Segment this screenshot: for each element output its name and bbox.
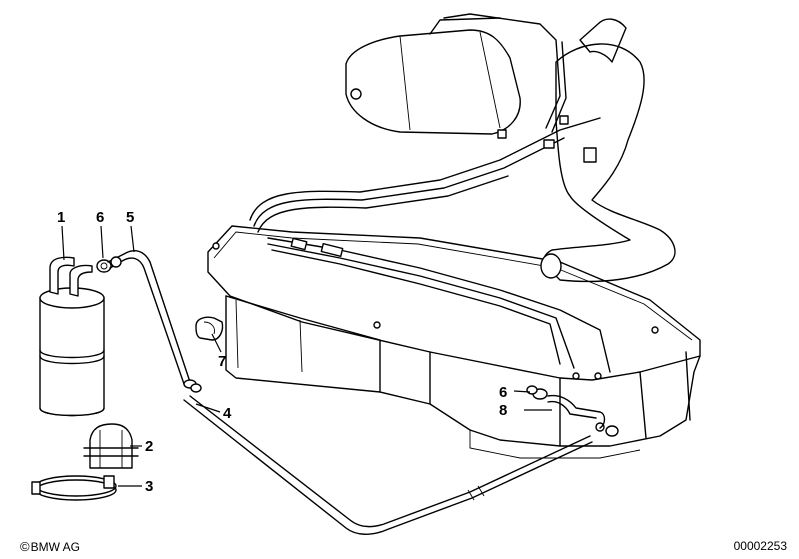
label-part-3: 3 [145, 478, 153, 495]
vent-lines [249, 13, 611, 373]
label-part-1: 1 [57, 209, 65, 226]
hose-part-4 [183, 395, 593, 535]
mounting-bracket [83, 423, 139, 469]
hose-clamp-lower [526, 385, 548, 400]
label-part-8: 8 [499, 402, 507, 419]
label-part-7: 7 [218, 353, 226, 370]
label-part-6-lower: 6 [499, 384, 507, 401]
diagram-number: 00002253 [733, 539, 787, 553]
copyright-notice: © BMW AG [20, 539, 80, 554]
copyright-symbol: © [20, 539, 30, 554]
brand-name: BMW AG [30, 539, 80, 554]
charcoal-canister [39, 256, 105, 417]
fuel-tank [207, 225, 701, 459]
filler-neck-assembly [540, 18, 676, 283]
hose-clamp-upper [96, 259, 112, 273]
hose-part-5 [107, 250, 202, 393]
label-part-4: 4 [223, 405, 232, 422]
label-part-2: 2 [145, 438, 153, 455]
leader-lines [61, 225, 552, 487]
hose-part-8 [547, 394, 606, 429]
clamp-strap [31, 475, 117, 501]
expansion-tank [345, 17, 521, 135]
label-part-5: 5 [126, 209, 134, 226]
label-part-6-upper: 6 [96, 209, 104, 226]
clip [195, 316, 224, 341]
